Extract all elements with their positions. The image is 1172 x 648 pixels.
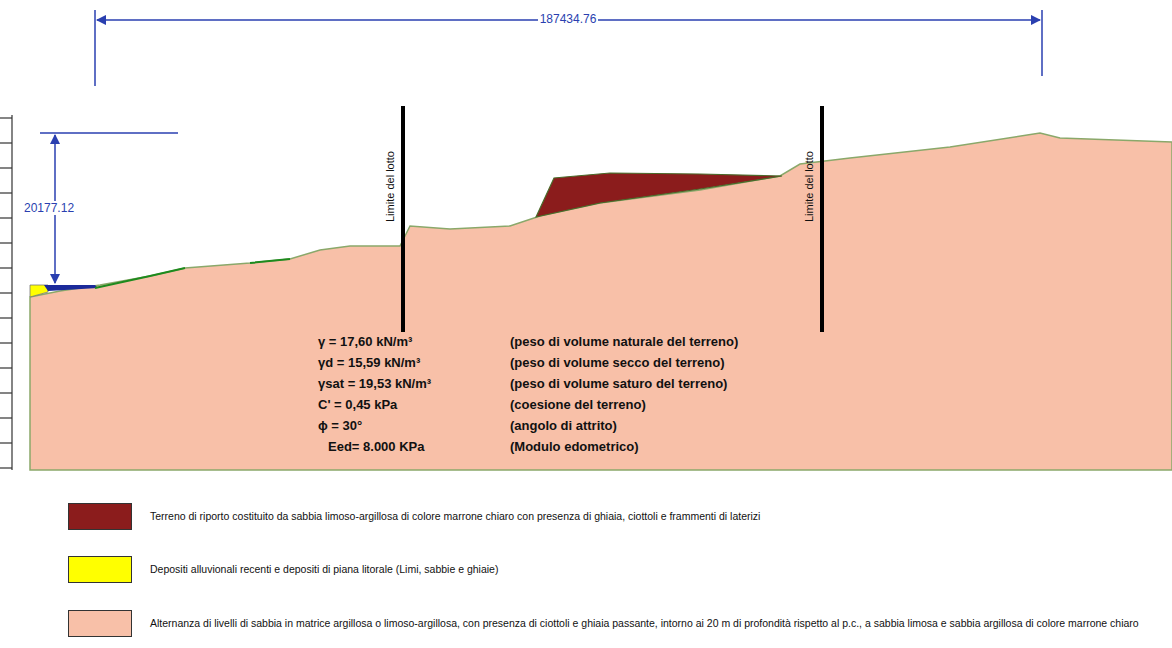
parameter-value: Eed= 8.000 KPa [328,439,424,454]
soil-body [30,133,1172,470]
dimension-text: 20177.12 [22,201,76,215]
dimension-text: 187434.76 [538,12,599,26]
parameter-value: γsat = 19,53 kN/m³ [318,376,431,391]
parameter-description: (coesione del terreno) [510,397,646,412]
boundary-label: Limite del lotto [803,151,815,222]
legend-swatch [68,503,132,530]
dimension-lines [40,10,1042,283]
fill-ground [536,173,782,217]
legend-swatch [68,556,132,583]
lot-limit-lines [403,106,822,332]
boundary-label: Limite del lotto [384,151,396,222]
parameter-value: γd = 15,59 kN/m³ [318,355,420,370]
legend-text: Alternanza di livelli di sabbia in matri… [150,616,1160,630]
axis-ticks [0,115,12,470]
parameter-value: C' = 0,45 kPa [318,397,397,412]
parameter-value: ϕ = 30° [318,418,362,433]
parameter-description: (Modulo edometrico) [510,439,639,454]
parameter-value: γ = 17,60 kN/m³ [318,334,412,349]
topsoil-line [95,259,290,288]
parameter-description: (peso di volume naturale del terreno) [510,334,738,349]
legend-swatch [68,610,132,637]
parameter-description: (peso di volume secco del terreno) [510,355,725,370]
water-level [44,285,98,291]
legend-text: Terreno di riporto costituito da sabbia … [150,509,1160,523]
parameter-description: (peso di volume saturo del terreno) [510,376,727,391]
parameter-description: (angolo di attrito) [510,418,617,433]
legend-text: Depositi alluvionali recenti e depositi … [150,562,1160,576]
